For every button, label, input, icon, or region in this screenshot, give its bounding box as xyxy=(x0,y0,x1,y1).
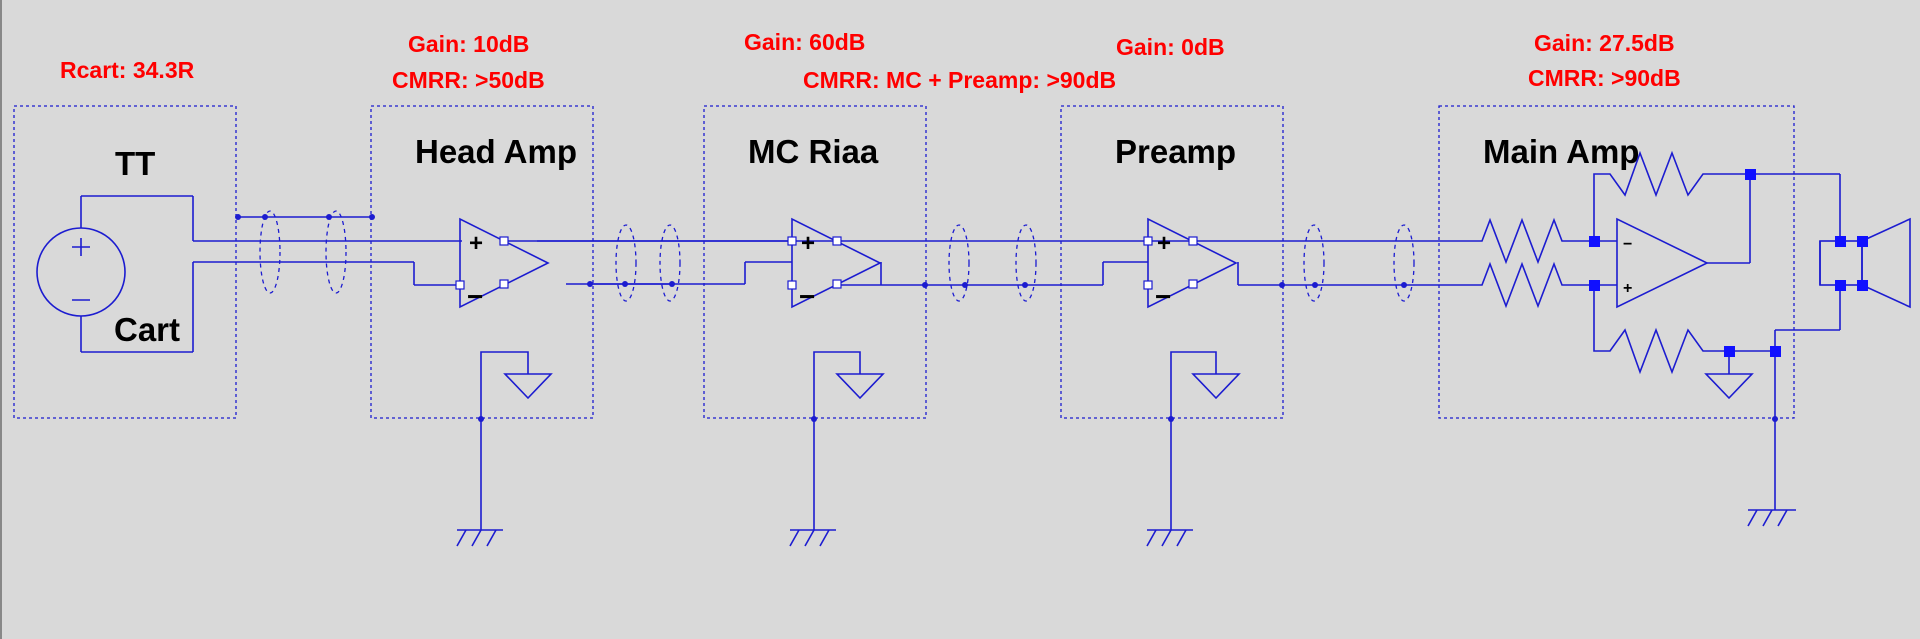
preamp-opamp: + − xyxy=(1143,217,1238,312)
svg-text:+: + xyxy=(801,230,815,257)
preamp-gain: Gain: 0dB xyxy=(1116,34,1225,60)
mc-riaa-opamp: + − xyxy=(787,217,882,312)
rcart-annotation: Rcart: 34.3R xyxy=(60,57,195,83)
head-amp-gain: Gain: 10dB xyxy=(408,31,529,57)
svg-text:+: + xyxy=(1157,230,1171,257)
svg-text:−: − xyxy=(1155,281,1171,312)
main-amp-block xyxy=(1438,105,1795,419)
head-amp-earth xyxy=(456,416,503,547)
cable-shields xyxy=(259,210,1415,302)
svg-text:+: + xyxy=(469,230,483,257)
junction-dots xyxy=(235,214,1407,288)
main-amp-gain: Gain: 27.5dB xyxy=(1534,30,1675,56)
preamp-ground xyxy=(1170,351,1241,419)
main-amp-cmrr: CMRR: >90dB xyxy=(1528,65,1681,91)
speaker-icon xyxy=(1819,217,1911,309)
mc-preamp-cmrr: CMRR: MC + Preamp: >90dB xyxy=(803,67,1116,93)
preamp-label: Preamp xyxy=(1115,133,1236,170)
head-amp-ground xyxy=(480,351,553,419)
tt-label: TT xyxy=(115,145,155,182)
mc-riaa-gain: Gain: 60dB xyxy=(744,29,865,55)
svg-text:+: + xyxy=(1623,280,1632,297)
head-amp-label: Head Amp xyxy=(415,133,577,170)
main-amp-label: Main Amp xyxy=(1483,133,1639,170)
head-amp-opamp: + − xyxy=(455,217,550,312)
preamp-earth xyxy=(1146,416,1193,547)
head-amp-cmrr: CMRR: >50dB xyxy=(392,67,545,93)
svg-text:−: − xyxy=(799,281,815,312)
svg-text:−: − xyxy=(467,281,483,312)
cartridge-source xyxy=(36,195,194,353)
cart-label: Cart xyxy=(114,311,180,348)
mc-riaa-ground xyxy=(813,351,885,419)
mc-riaa-label: MC Riaa xyxy=(748,133,879,170)
svg-text:−: − xyxy=(1623,236,1632,253)
mc-riaa-earth xyxy=(789,416,836,547)
main-amp-circuit: − + xyxy=(1475,150,1841,527)
signal-wires xyxy=(193,216,1475,286)
